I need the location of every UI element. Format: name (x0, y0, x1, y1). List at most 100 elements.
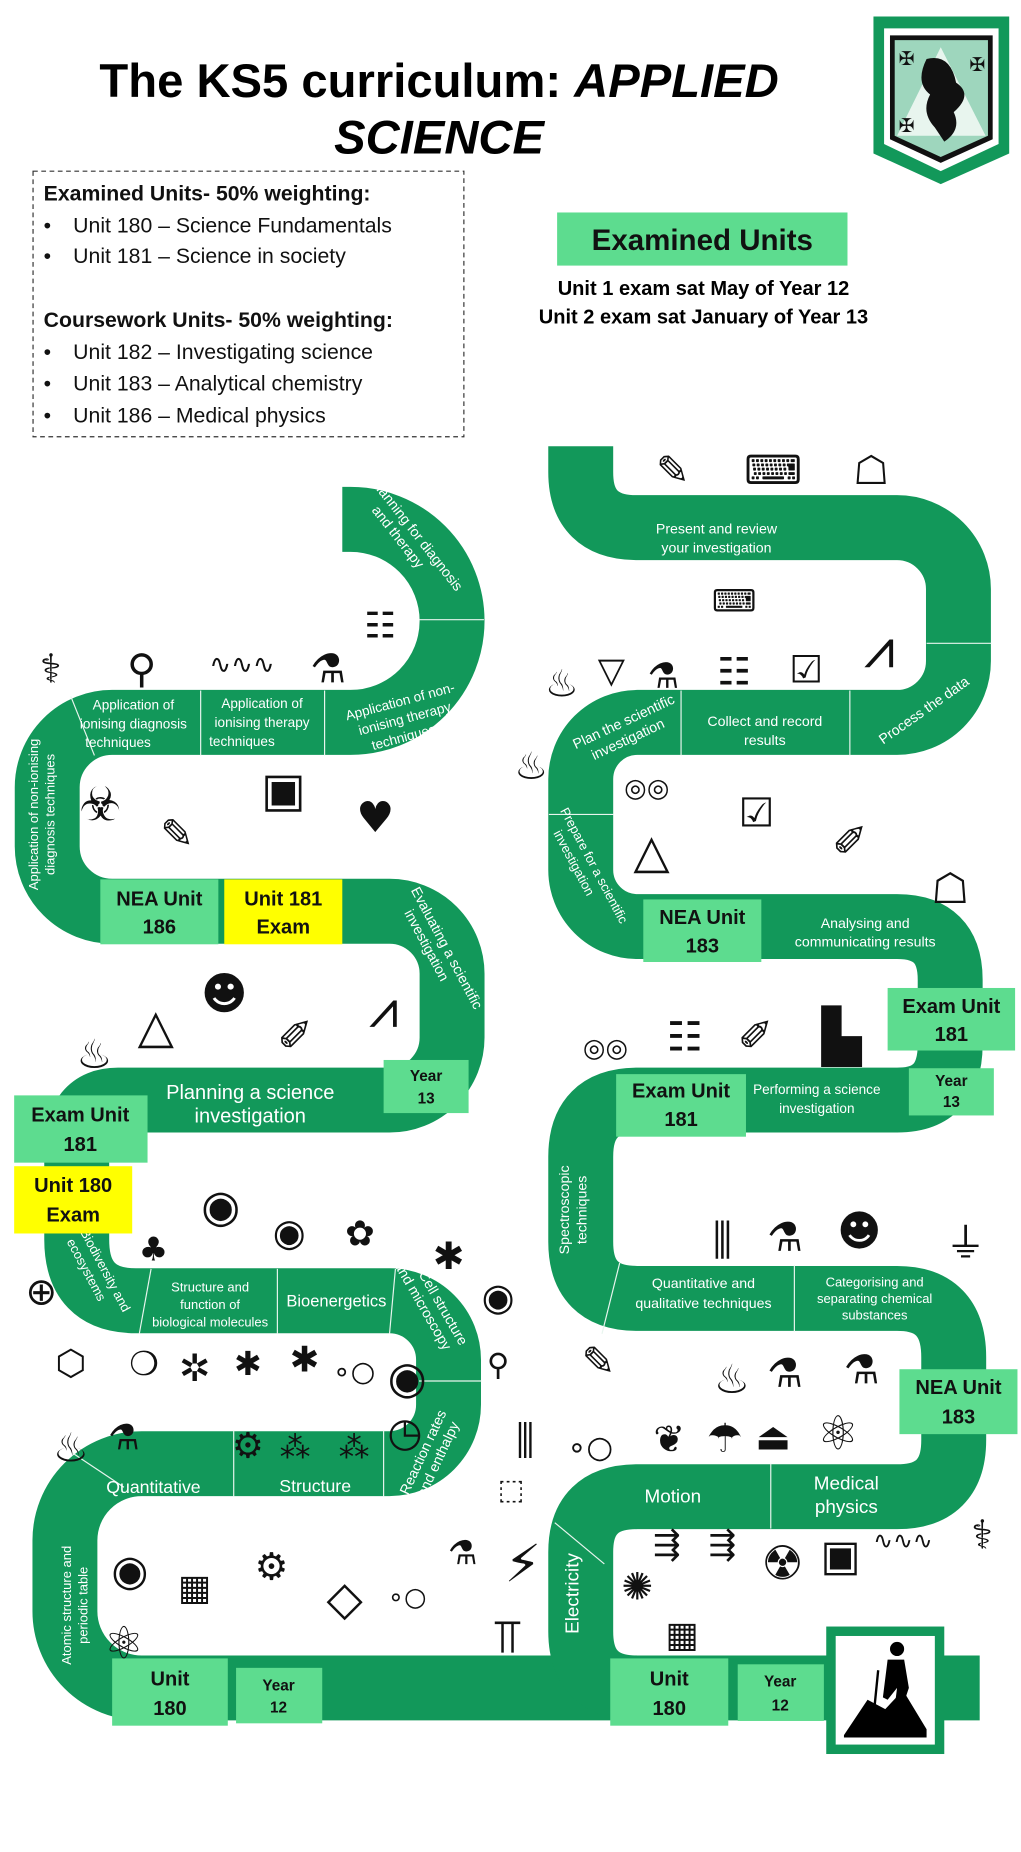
goggles-icon: ◎◎ (624, 774, 669, 804)
lab-stand-icon: ♨ (714, 1357, 750, 1403)
hexagons-icon: ⬡ (55, 1343, 86, 1384)
plant-sprout-icon: ✿ (345, 1213, 375, 1254)
weight-icon: ⏏ (755, 1414, 791, 1458)
stopwatch-icon: ◷ (387, 1410, 422, 1456)
surgeon-icon: ☻ (201, 967, 248, 1020)
bullet: • (44, 404, 51, 428)
checklist-magnifier-icon: ☷ (667, 1015, 703, 1061)
atom-icon: ⚛ (104, 1616, 144, 1669)
radiation-icon: ☢ (761, 1536, 803, 1591)
calculator-icon: ▦ (178, 1567, 211, 1608)
diamond-icon: ◇ (327, 1572, 364, 1627)
lab-stand-icon: ♨ (545, 661, 579, 705)
separating-funnel-icon: ⏚ (945, 1221, 985, 1267)
lightbulb-circuit-icon: ✺ (622, 1564, 654, 1608)
biohazard-icon: ☣ (79, 777, 121, 832)
wave-icon: ∿∿∿ (873, 1527, 932, 1555)
bacteriophage-icon: ✱ (234, 1344, 262, 1383)
cell-icon: ◉ (482, 1275, 515, 1319)
cross-icon: ✠ (899, 115, 915, 137)
molecule-icon: ⚙ (255, 1544, 289, 1588)
units-panel: Examined Units- 50% weighting: • Unit 18… (32, 170, 465, 438)
blueprint-icon: ✐ (738, 1013, 774, 1062)
presenter-icon: ☖ (853, 448, 889, 494)
label-electricity: Electricity (562, 1553, 583, 1634)
examined-units-label: Examined Units (592, 224, 813, 257)
microscope-icon: ⚲ (487, 1348, 509, 1383)
flask-pouring-icon: ⚗ (844, 1347, 880, 1393)
xray-monitor-icon: ▣ (261, 763, 306, 818)
funnel-icon: ▽ (598, 650, 626, 691)
bullet: • (44, 340, 51, 364)
exam-info-line1: Unit 1 exam sat May of Year 12 (558, 278, 850, 300)
bullet: • (44, 214, 51, 238)
document-graduate-icon: ✎ (582, 1339, 616, 1385)
buildings-icon: ▙ (821, 1005, 863, 1067)
clipboard-chart-icon: ☑ (789, 647, 823, 691)
exam-info-line2: Unit 2 exam sat January of Year 13 (539, 306, 868, 328)
virus-icon: ✱ (290, 1340, 320, 1381)
cube-icon: ⬚ (498, 1473, 525, 1506)
calculator-icon: ▦ (666, 1615, 699, 1656)
bacteria-icon: ❍ (129, 1344, 159, 1383)
flask-icon: ⚗ (108, 1417, 140, 1458)
test-tubes-icon: ⫼ (516, 1418, 534, 1464)
presenter-icon: ☖ (931, 865, 969, 914)
unit-item: Unit 186 – Medical physics (73, 404, 326, 428)
ecg-monitor-icon: ♥ (356, 794, 394, 843)
icons: ⚕ ⚲ ∿∿∿ ⚗ ☷ ☣ ✎ ▣ ♥ ♨ △ ☻ ✐ ⩘ ✎ ⌨ ☖ ⌨ ♨ … (25, 448, 992, 1669)
doctor-icon: ⚕ (971, 1513, 993, 1559)
virus-icon: ✱ (433, 1234, 465, 1278)
scientist-icon: ⚗ (767, 1215, 803, 1261)
lattice-icon: ⁂ (280, 1431, 311, 1466)
plants-icon: ♣ (139, 1230, 169, 1269)
scientist-icon: ⚗ (310, 646, 346, 692)
unit-item: Unit 182 – Investigating science (73, 340, 373, 364)
laptop-icon: ⌨ (744, 448, 802, 494)
animal-cell-icon: ◉ (273, 1210, 306, 1254)
molecule-icon: ⚙ (232, 1426, 264, 1467)
power-pylon-icon: ⫪ (494, 1610, 521, 1665)
ecosystem-globe-icon: ⊕ (25, 1269, 57, 1313)
flask-pouring-icon: ⚗ (448, 1533, 478, 1572)
microscope-icon: ⚲ (127, 646, 156, 692)
label-motion: Motion (644, 1487, 701, 1508)
parachute-icon: ☂ (707, 1416, 743, 1462)
particles-icon: ∘○ (388, 1582, 427, 1612)
unit-item: Unit 181 – Science in society (73, 244, 346, 268)
apple-icon: ❦ (653, 1417, 685, 1461)
atom-shells-icon: ◉ (111, 1547, 148, 1596)
distribution-chart-icon: ⩘ (864, 617, 895, 680)
clipboard-checklist-icon: ☑ (739, 790, 775, 836)
bullet: • (44, 372, 51, 396)
bunsen-burner-icon: ♨ (514, 744, 548, 788)
wave-icon: ∿∿∿ (209, 650, 274, 680)
